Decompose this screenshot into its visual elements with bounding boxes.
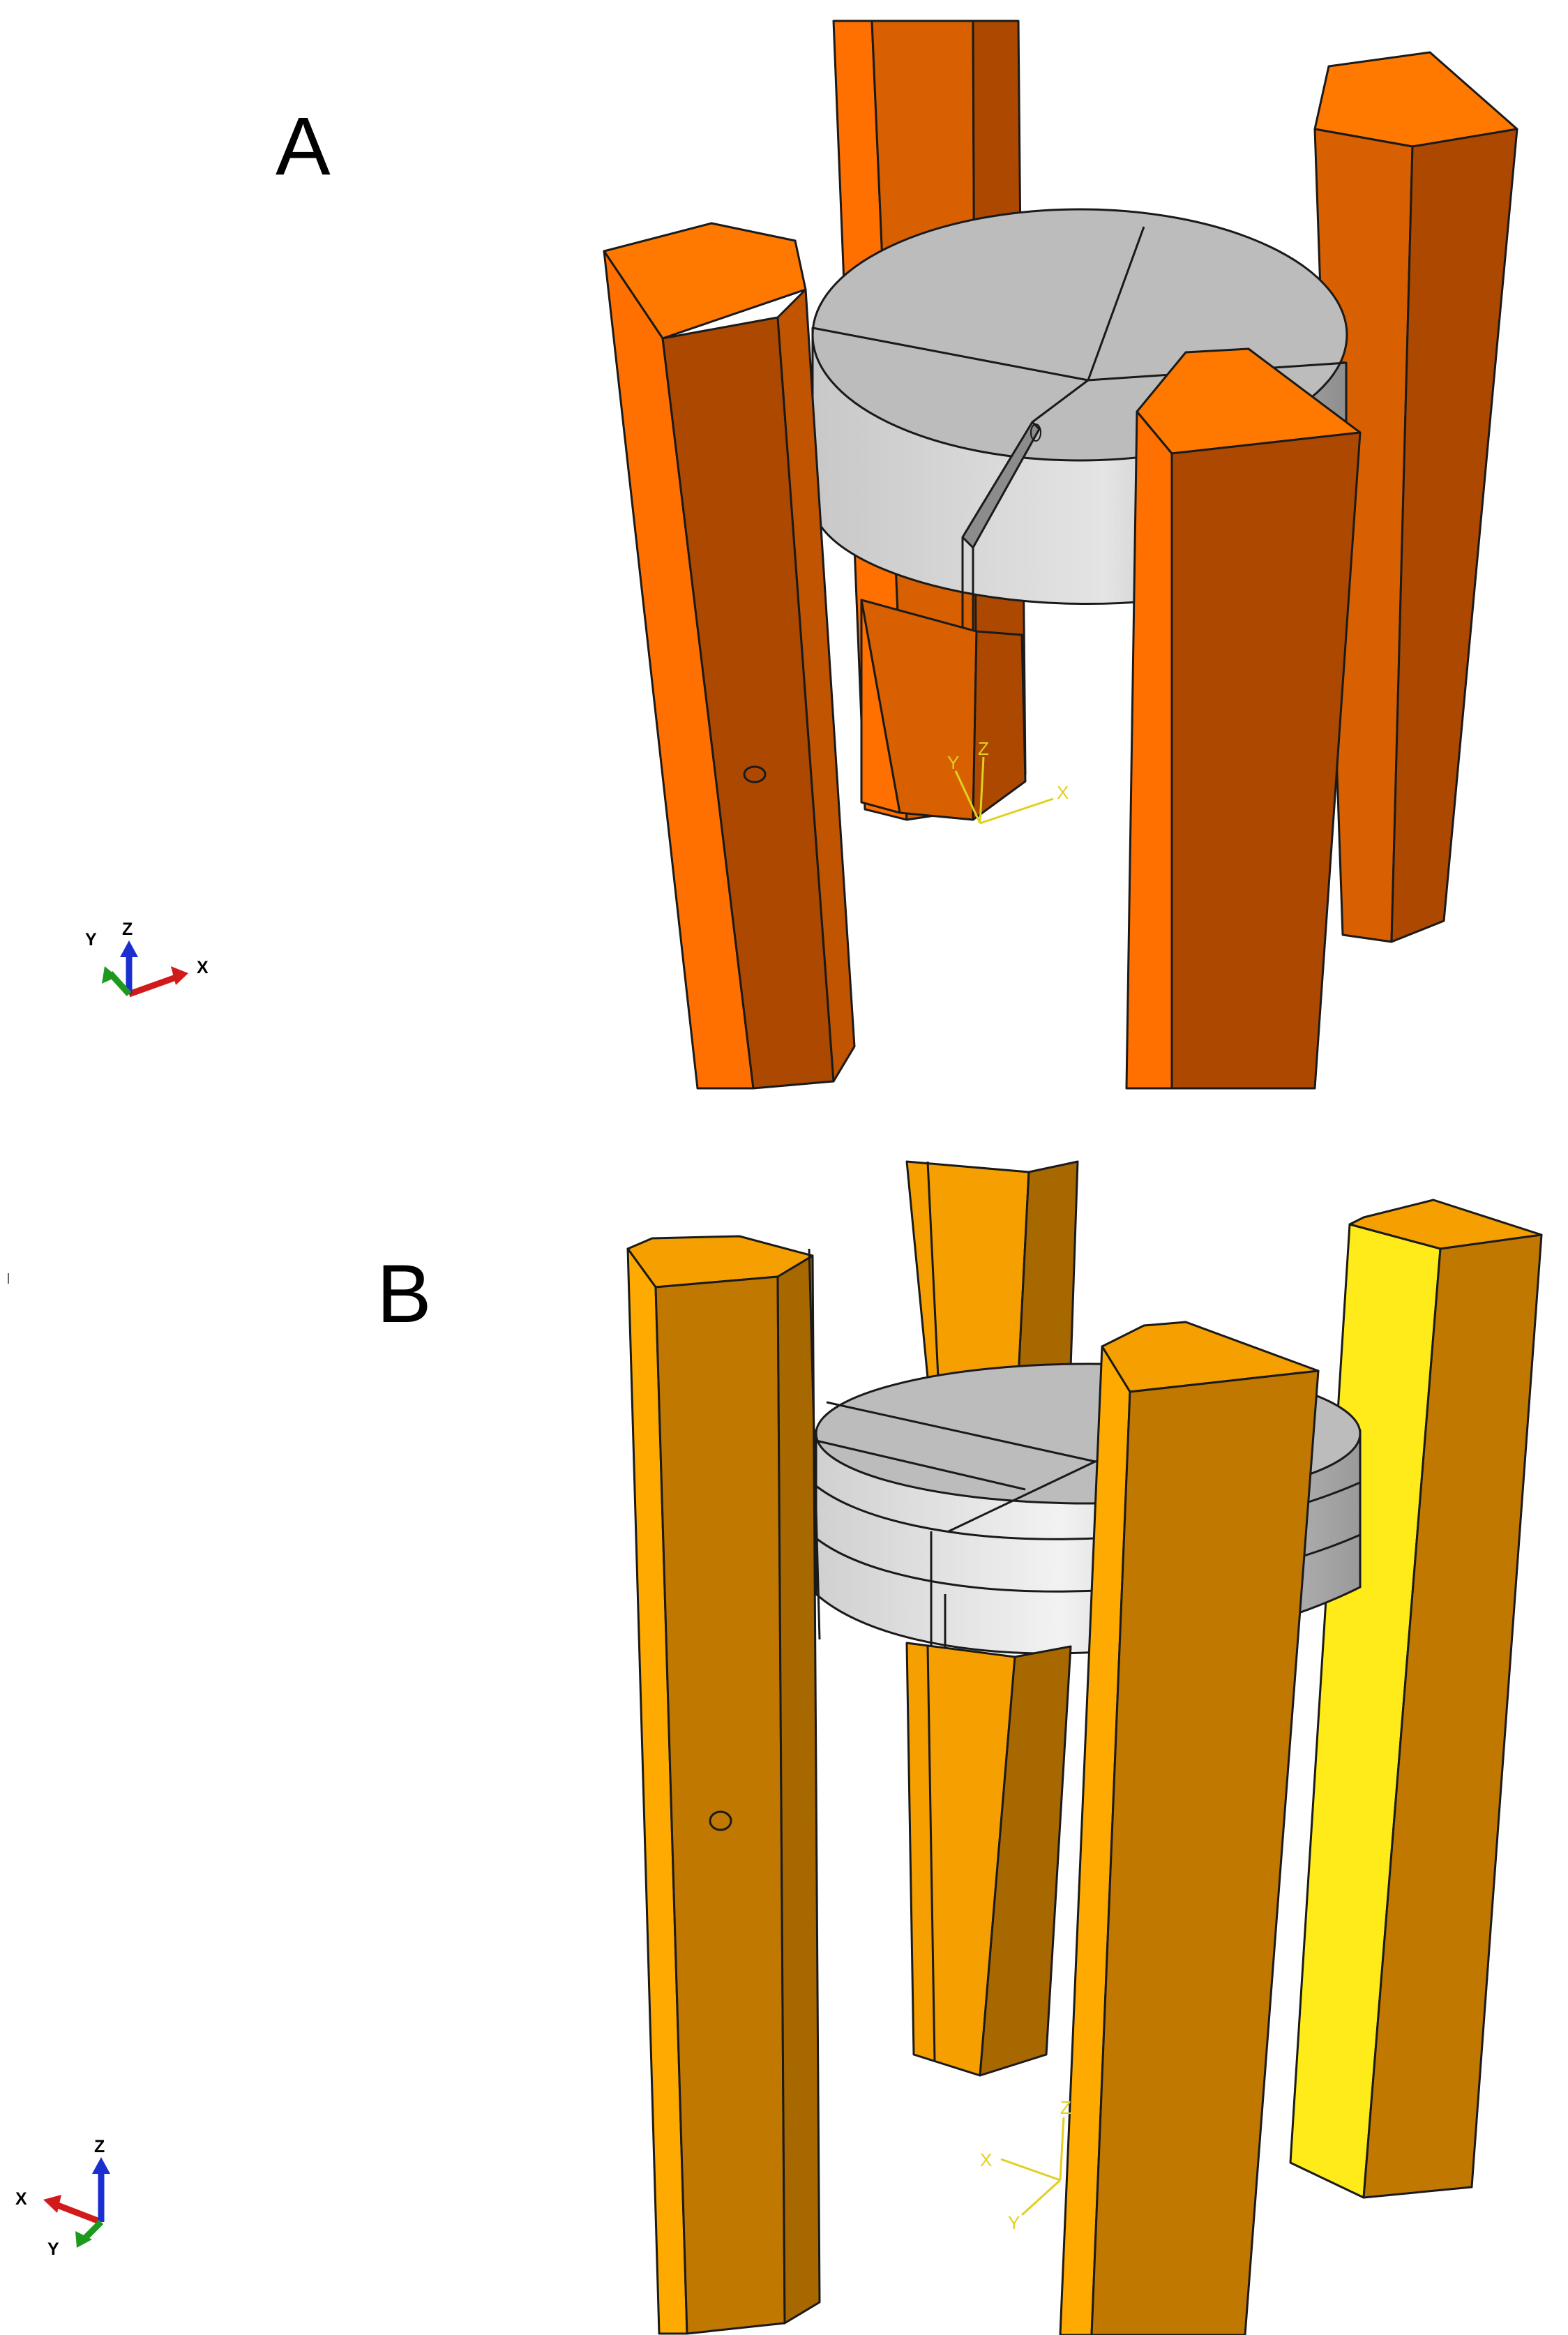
panel-a-view-triad: X Z Y xyxy=(85,919,209,998)
panel-a-model-csys: X Z Y xyxy=(947,738,1069,825)
panel-a-csys-y-label: Y xyxy=(947,752,959,773)
panel-b-csys-x-axis xyxy=(1000,2158,1061,2182)
panel-b-view-triad: X Z Y xyxy=(15,2137,110,2259)
panel-b-triad-y-label: Y xyxy=(47,2239,59,2259)
panel-b-pillar-front-left xyxy=(626,1235,821,2335)
panel-a-pillar-front-left xyxy=(603,222,856,1090)
triad-x-axis-icon xyxy=(128,973,179,998)
panel-b-pillar-right-back xyxy=(1289,1199,1543,2199)
panel-b-triad-x-label: X xyxy=(15,2189,27,2209)
panel-a-label: A xyxy=(276,100,331,193)
panel-a-csys-y-axis xyxy=(954,770,981,824)
panel-b-csys-z-label: Z xyxy=(1060,2097,1071,2118)
panel-a-triad-x-label: X xyxy=(197,958,209,977)
panel-a-pillar-back-lower xyxy=(860,599,1027,821)
panel-b: B xyxy=(8,1160,1543,2335)
panel-b-triad-z-label: Z xyxy=(94,2137,105,2156)
triad-y-axis-icon xyxy=(81,2219,104,2242)
panel-b-csys-y-label: Y xyxy=(1008,2212,1020,2233)
panel-b-csys-x-label: X xyxy=(980,2149,992,2170)
panel-a-pillar-front-right xyxy=(1125,347,1362,1090)
panel-b-csys-y-axis xyxy=(1020,2179,1062,2216)
panel-b-model-csys: X Z Y xyxy=(980,2097,1071,2233)
panel-a-csys-x-label: X xyxy=(1057,782,1069,803)
panel-b-label: B xyxy=(377,1248,432,1340)
panel-a-csys-z-label: Z xyxy=(978,738,989,759)
panel-a-triad-y-label: Y xyxy=(85,930,97,949)
panel-a-triad-z-label: Z xyxy=(122,919,133,939)
panel-b-pillar-back-lower xyxy=(905,1642,1072,2077)
panel-b-pillar-front-right xyxy=(1059,1321,1320,2335)
triad-x-axis-icon xyxy=(54,2201,103,2225)
panel-a-csys-z-axis xyxy=(979,756,985,824)
panel-b-csys-z-axis xyxy=(1059,2117,1065,2181)
panel-a: A xyxy=(85,20,1518,1090)
panel-b-pillar-back xyxy=(905,1160,1079,1379)
panel-a-csys-x-axis xyxy=(979,797,1054,825)
